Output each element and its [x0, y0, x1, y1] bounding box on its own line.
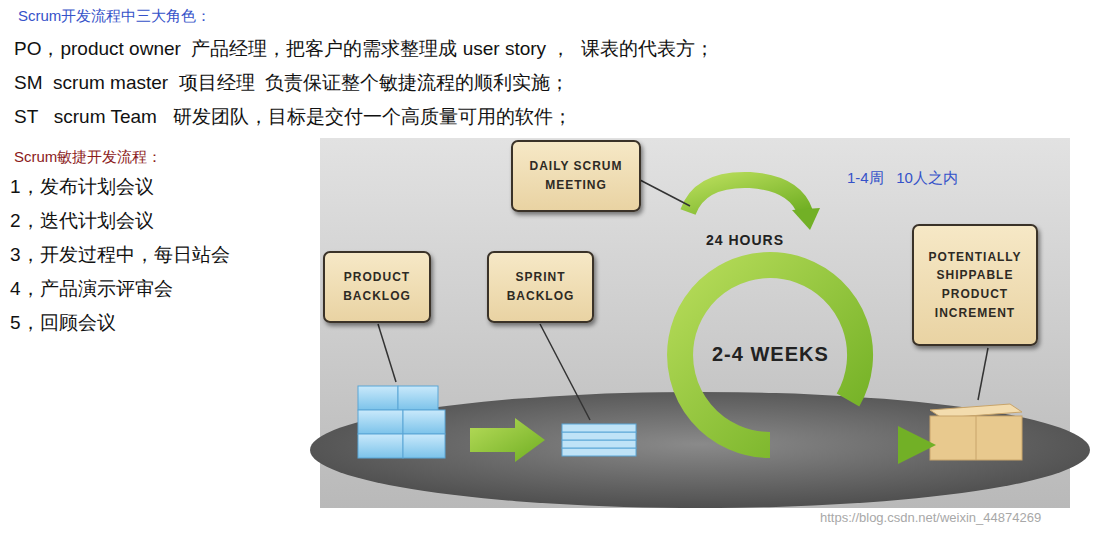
product-box — [930, 404, 1022, 460]
step-item: 4，产品演示评审会 — [10, 278, 173, 301]
watermark: https://blog.csdn.net/weixin_44874269 — [820, 510, 1041, 526]
duration-label: 2-4 WEEKS — [712, 342, 829, 366]
section-heading: Scrum敏捷开发流程： — [14, 148, 162, 166]
step-item: 1，发布计划会议 — [10, 176, 154, 199]
note-label: 1-4周 10人之内 — [847, 169, 958, 187]
step-item: 5，回顾会议 — [10, 312, 116, 335]
duration-label: 24 HOURS — [706, 232, 784, 249]
step-item: 2，迭代计划会议 — [10, 210, 154, 233]
box-text: PRODUCT BACKLOG — [333, 268, 421, 305]
role-line: ST scrum Team 研发团队，目标是交付一个高质量可用的软件； — [14, 106, 572, 129]
box-text: DAILY SCRUM MEETING — [521, 157, 631, 194]
role-line: SM scrum master 项目经理 负责保证整个敏捷流程的顺利实施； — [14, 72, 569, 95]
box-text: POTENTIALLY SHIPPABLE PRODUCT INCREMENT — [922, 248, 1028, 322]
step-item: 3，开发过程中，每日站会 — [10, 244, 230, 267]
stage-box: POTENTIALLY SHIPPABLE PRODUCT INCREMENT — [912, 224, 1038, 346]
stage-box: PRODUCT BACKLOG — [323, 251, 431, 323]
leader-lines — [378, 180, 988, 420]
grey-ground — [320, 138, 1070, 508]
stage-box: SPRINT BACKLOG — [487, 251, 594, 323]
sprint-sheets — [562, 424, 636, 456]
stage-box: DAILY SCRUM MEETING — [511, 140, 641, 212]
sprint-loop — [680, 265, 860, 445]
section-heading: Scrum开发流程中三大角色： — [18, 7, 211, 25]
role-line: PO，product owner 产品经理，把客户的需求整理成 user sto… — [14, 38, 714, 61]
sprint-loop-exit — [660, 434, 900, 456]
backlog-stack — [358, 386, 445, 458]
daily-loop — [688, 180, 805, 212]
loop-arrowhead — [898, 426, 936, 464]
box-text: SPRINT BACKLOG — [497, 268, 584, 305]
flow-arrow — [470, 418, 545, 462]
daily-arrowhead — [792, 208, 820, 230]
